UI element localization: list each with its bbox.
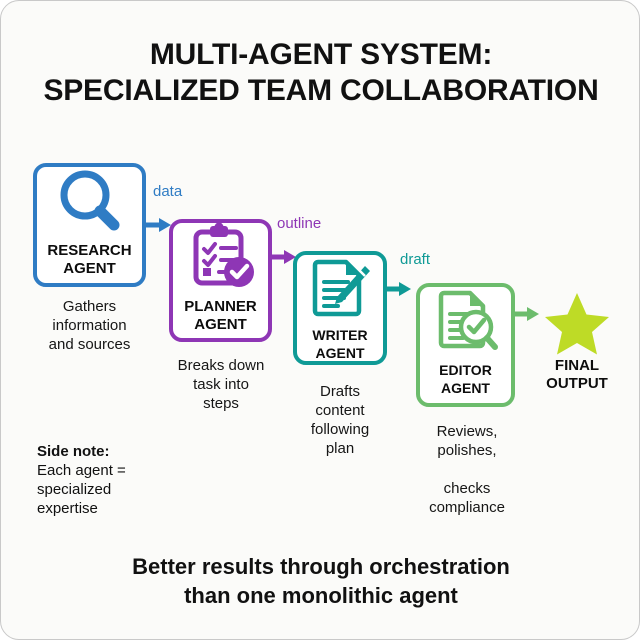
node-label: PLANNER AGENT — [184, 298, 257, 333]
node-writer-agent[interactable]: WRITER AGENT — [293, 251, 387, 365]
document-magnifier-check-icon — [433, 287, 499, 358]
node-planner-agent[interactable]: PLANNER AGENT — [169, 219, 272, 342]
side-note-body: Each agent = specialized expertise — [37, 462, 126, 517]
edge-label-draft: draft — [400, 251, 431, 268]
node-label: RESEARCH AGENT — [47, 242, 132, 277]
magnifier-icon — [53, 167, 127, 238]
side-note: Side note: Each agent = specialized expe… — [37, 442, 197, 518]
footer-line-1: Better results through orchestration — [132, 554, 510, 579]
title-line-1: MULTI-AGENT SYSTEM: — [149, 38, 493, 71]
node-caption-planner: Breaks down task into steps — [177, 357, 265, 412]
edge-label-data: data — [153, 183, 183, 200]
clipboard-checklist-icon — [186, 222, 256, 296]
node-editor-agent[interactable]: EDITOR AGENT — [416, 283, 515, 407]
node-caption-editor: Reviews, polishes, checks compliance — [429, 423, 505, 516]
page-title: MULTI-AGENT SYSTEM: SPECIALIZED TEAM COL… — [1, 37, 639, 109]
star-icon — [544, 292, 610, 356]
side-note-title: Side note: — [37, 443, 110, 460]
edge-label-outline: outline — [277, 215, 322, 232]
footer-line-2: than one monolithic agent — [184, 583, 458, 608]
final-output-label: FINAL OUTPUT — [546, 357, 608, 392]
node-research-agent[interactable]: RESEARCH AGENT — [33, 163, 146, 287]
node-caption-research: Gathers information and sources — [48, 298, 131, 353]
arrow-research-to-planner — [144, 217, 172, 238]
title-line-2: SPECIALIZED TEAM COLLABORATION — [43, 74, 599, 107]
node-caption-writer: Drafts content following plan — [310, 383, 370, 457]
node-label: WRITER AGENT — [312, 327, 368, 361]
footer-caption: Better results through orchestration tha… — [1, 552, 639, 610]
arrow-planner-to-writer — [269, 249, 297, 270]
node-label: EDITOR AGENT — [439, 362, 492, 396]
arrow-editor-to-final-output — [512, 306, 540, 327]
document-pencil-icon — [308, 255, 372, 324]
arrow-writer-to-editor — [384, 281, 412, 302]
